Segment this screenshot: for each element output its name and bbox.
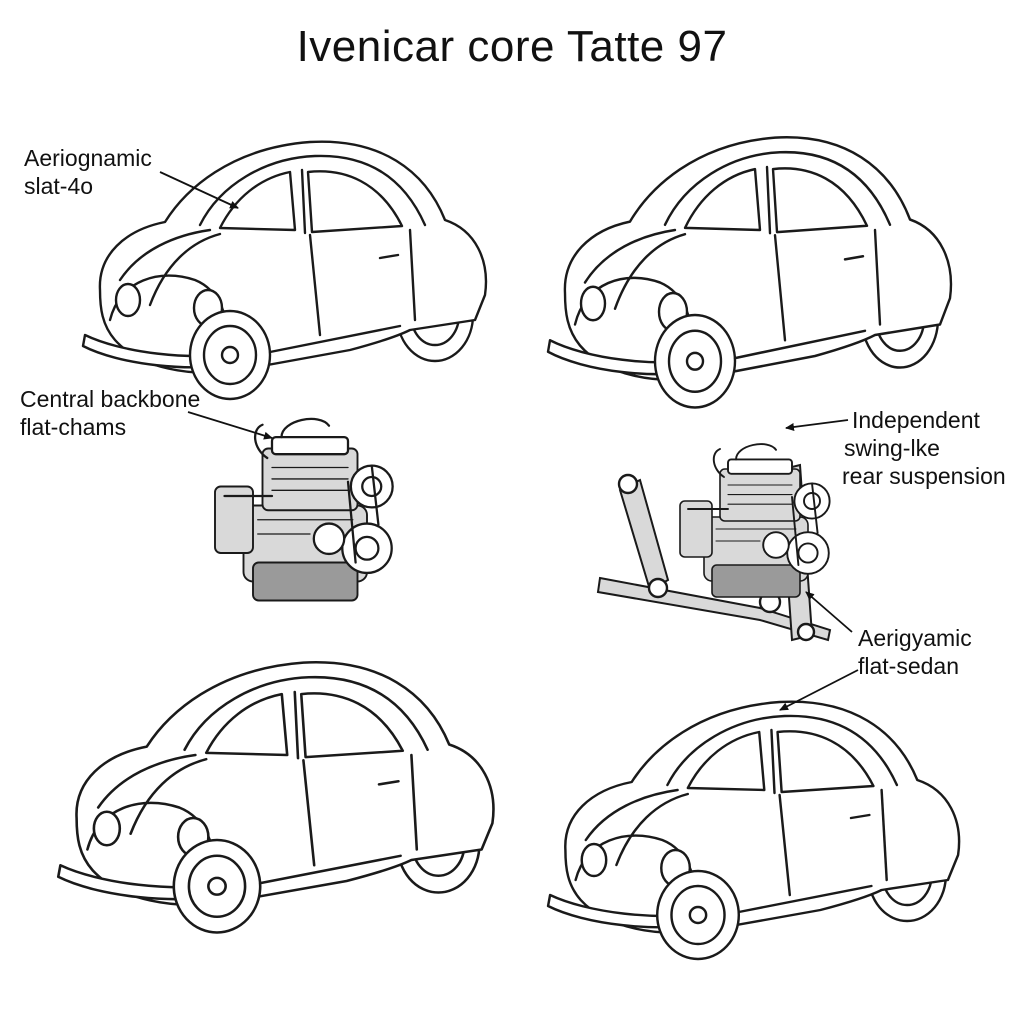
label-low-right-line2: flat-sedan — [858, 653, 960, 679]
label-mid-right: Independent swing-lke rear suspension — [842, 406, 1006, 490]
label-low-right: Aerigyamic flat-sedan — [858, 624, 972, 680]
car-illustration-top-left — [81, 140, 488, 401]
arrow-icon — [785, 419, 849, 431]
arrow-icon — [779, 669, 859, 711]
label-mid-right-line3: rear suspension — [842, 463, 1006, 489]
engine-illustration-left — [213, 417, 394, 602]
label-mid-left-line2: flat-chams — [20, 414, 127, 440]
label-low-right-line1: Aerigyamic — [858, 625, 972, 651]
car-illustration-bottom-left — [56, 660, 495, 934]
suspension-illustration-right — [596, 443, 832, 642]
arrow-icon — [805, 591, 853, 633]
page-title: Ivenicar core Tatte 97 — [296, 22, 728, 71]
arrow-icon — [187, 411, 273, 440]
label-mid-left-line1: Central backbone — [20, 386, 201, 412]
car-illustration-top-right — [546, 135, 953, 409]
label-top-left-line2: slat-4o — [24, 173, 94, 199]
label-mid-right-line2: swing-lke — [844, 435, 940, 461]
car-illustration-bottom-right — [546, 700, 961, 961]
arrow-icon — [159, 171, 239, 209]
label-top-left: Aeriognamic slat-4o — [24, 144, 152, 200]
label-mid-left: Central backbone flat-chams — [20, 385, 200, 441]
label-mid-right-line1: Independent — [852, 407, 980, 433]
label-top-left-line1: Aeriognamic — [24, 145, 152, 171]
